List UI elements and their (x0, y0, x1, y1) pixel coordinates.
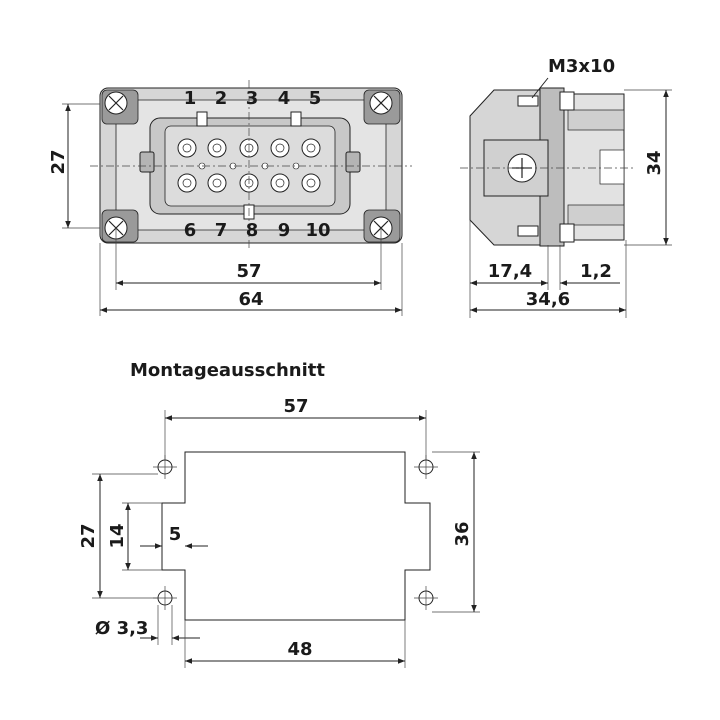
dim-side-flange: 1,2 (580, 261, 612, 282)
contacts-row-bottom (177, 173, 321, 193)
dim-cut-top-width: 57 (283, 396, 308, 417)
contact-label-7: 7 (215, 220, 228, 241)
dim-cut-slot-height: 14 (107, 523, 128, 548)
dim-cut-left-height: 27 (78, 523, 99, 548)
cutout-outline (161, 451, 431, 621)
screw-callout: M3x10 (548, 56, 615, 77)
contact-label-8: 8 (246, 220, 259, 241)
coding-tab (196, 111, 208, 127)
screw-icon (104, 91, 128, 115)
contact-label-5: 5 (309, 88, 322, 109)
dim-cut-hole: Ø 3,3 (95, 618, 148, 639)
contact-label-9: 9 (278, 220, 291, 241)
contact-label-6: 6 (184, 220, 197, 241)
dim-cut-right-height: 36 (452, 521, 473, 546)
front-view: 1 2 3 4 5 6 7 8 9 10 27 57 64 (48, 80, 412, 316)
latch-left (139, 151, 155, 173)
dim-front-inner-width: 57 (236, 261, 261, 282)
dim-side-body-depth: 17,4 (488, 261, 532, 282)
dim-front-height: 27 (48, 149, 69, 174)
mount-screw-top (517, 95, 539, 107)
contact-label-2: 2 (215, 88, 228, 109)
cutout-view: Montageausschnitt 57 27 14 5 (78, 360, 480, 668)
dim-cut-bottom-width: 48 (287, 639, 312, 660)
dim-side-total-depth: 34,6 (526, 289, 570, 310)
coding-tab (290, 111, 302, 127)
latch-right (345, 151, 361, 173)
contact-label-4: 4 (278, 88, 291, 109)
contact-label-1: 1 (184, 88, 197, 109)
dim-front-outer-width: 64 (238, 289, 263, 310)
mount-screw-bottom (517, 225, 539, 237)
side-view: M3x10 34 17,4 1,2 34,6 (460, 56, 672, 318)
dim-cut-slot-depth: 5 (169, 524, 182, 545)
dim-side-height: 34 (644, 150, 665, 175)
contact-label-10: 10 (305, 220, 330, 241)
cutout-title: Montageausschnitt (130, 360, 325, 381)
screw-icon (369, 91, 393, 115)
contact-label-3: 3 (246, 88, 259, 109)
